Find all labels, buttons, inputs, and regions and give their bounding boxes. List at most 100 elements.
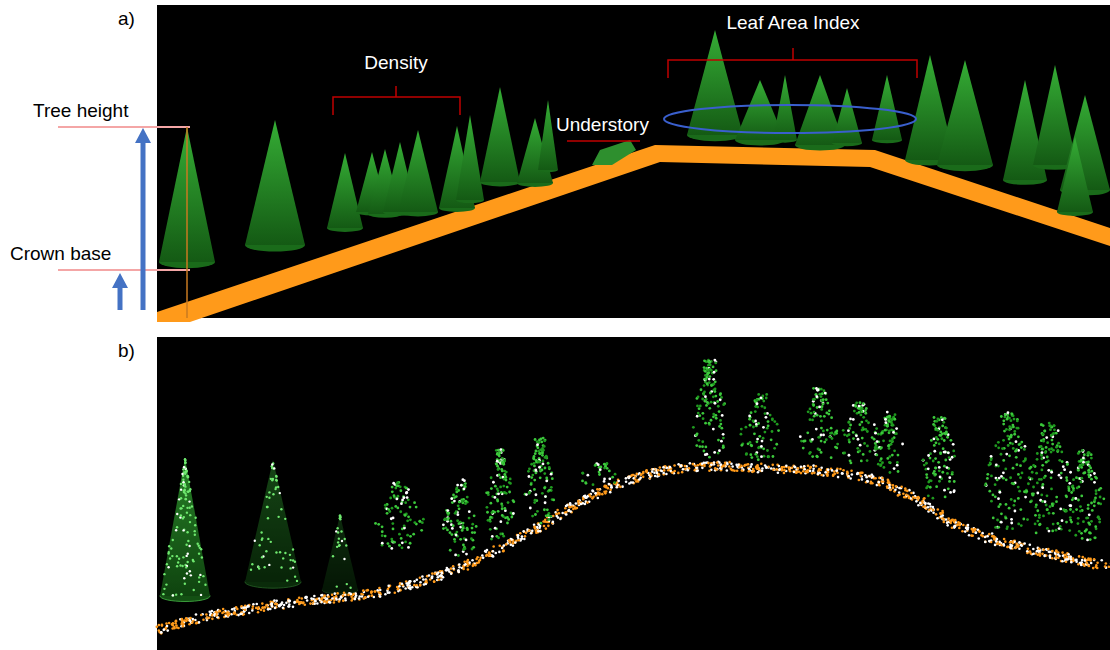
lidar-point <box>289 554 291 556</box>
lidar-point <box>1027 547 1030 550</box>
lidar-point <box>478 559 481 562</box>
lidar-point <box>187 476 189 478</box>
lidar-point <box>919 502 922 505</box>
lidar-point <box>329 601 332 604</box>
lidar-point <box>188 545 190 547</box>
lidar-point <box>336 592 339 595</box>
lidar-point <box>1084 560 1087 563</box>
lidar-point <box>991 535 994 538</box>
lidar-point <box>195 622 198 625</box>
lidar-point <box>996 538 999 541</box>
lidar-point <box>236 608 239 611</box>
lidar-point <box>454 554 457 557</box>
lidar-point <box>389 497 392 500</box>
lidar-point <box>457 554 460 557</box>
lidar-point <box>215 614 218 617</box>
lidar-point <box>937 508 940 511</box>
lidar-point <box>296 580 298 582</box>
lidar-point <box>398 533 401 536</box>
lidar-point <box>941 514 944 517</box>
lidar-point <box>778 468 781 471</box>
lidar-point <box>321 597 324 600</box>
lidar-point <box>280 508 282 510</box>
lidar-point <box>942 521 945 524</box>
lidar-point <box>194 534 196 536</box>
lidar-point <box>492 481 495 484</box>
lidar-point <box>313 595 316 598</box>
lidar-point <box>453 568 456 571</box>
lidar-point <box>751 471 754 474</box>
lidar-point <box>458 501 461 504</box>
lidar-point <box>347 594 350 597</box>
lidar-point <box>501 507 504 510</box>
lidar-point <box>1093 558 1096 561</box>
lidar-point <box>694 465 697 468</box>
lidar-point <box>1050 550 1053 553</box>
lidar-point <box>227 615 230 618</box>
lidar-point <box>257 566 259 568</box>
lidar-point <box>337 531 339 533</box>
lidar-point <box>591 497 594 500</box>
lidar-point <box>811 472 814 475</box>
lidar-point <box>281 601 284 604</box>
lidar-point <box>320 601 323 604</box>
lidar-point <box>673 464 676 467</box>
lidar-point <box>450 572 453 575</box>
lidar-point <box>398 585 401 588</box>
lidar-point <box>915 500 918 503</box>
lidar-point <box>386 512 389 515</box>
lidar-point <box>1042 549 1045 552</box>
lidar-point <box>476 562 479 565</box>
lidar-point <box>403 524 406 527</box>
lidar-point <box>186 511 188 513</box>
lidar-point <box>1009 547 1012 550</box>
lidar-point <box>604 492 607 495</box>
lidar-point <box>500 458 503 461</box>
lidar-point <box>184 498 186 500</box>
lidar-point <box>841 472 844 475</box>
lidar-point <box>1017 544 1020 547</box>
lidar-point <box>183 488 185 490</box>
lidar-point <box>729 468 732 471</box>
lidar-point <box>181 473 183 475</box>
lidar-point <box>775 468 778 471</box>
lidar-point <box>211 618 214 621</box>
lidar-point <box>260 609 263 612</box>
lidar-point <box>793 471 796 474</box>
lidar-point <box>184 485 186 487</box>
lidar-point <box>200 594 202 596</box>
lidar-point <box>370 591 373 594</box>
lidar-point <box>233 611 236 614</box>
lidar-point <box>927 506 930 509</box>
lidar-point <box>736 469 739 472</box>
lidar-point <box>267 608 270 611</box>
lidar-point <box>419 520 422 523</box>
lidar-point <box>806 469 809 472</box>
lidar-point <box>211 610 214 613</box>
lidar-point <box>720 463 723 466</box>
lidar-point <box>895 485 898 488</box>
lidar-point <box>397 588 400 591</box>
lidar-point <box>958 527 961 530</box>
lidar-point <box>1055 549 1058 552</box>
lidar-point <box>270 541 272 543</box>
lidar-point <box>320 601 323 604</box>
lidar-point <box>180 593 182 595</box>
lidar-point <box>493 511 496 514</box>
lidar-point <box>1078 555 1081 558</box>
lidar-point <box>585 496 588 499</box>
lidar-point <box>431 572 434 575</box>
lidar-point <box>569 502 572 505</box>
lidar-point <box>266 604 269 607</box>
lidar-point <box>772 468 775 471</box>
lidar-point <box>932 508 935 511</box>
lidar-point <box>393 494 396 497</box>
lidar-point <box>826 474 829 477</box>
lidar-point <box>458 522 461 525</box>
lidar-point <box>1006 546 1009 549</box>
lidar-point <box>416 578 419 581</box>
lidar-point <box>684 465 687 468</box>
lidar-point <box>696 469 699 472</box>
lidar-point <box>941 510 944 513</box>
lidar-point <box>211 614 214 617</box>
